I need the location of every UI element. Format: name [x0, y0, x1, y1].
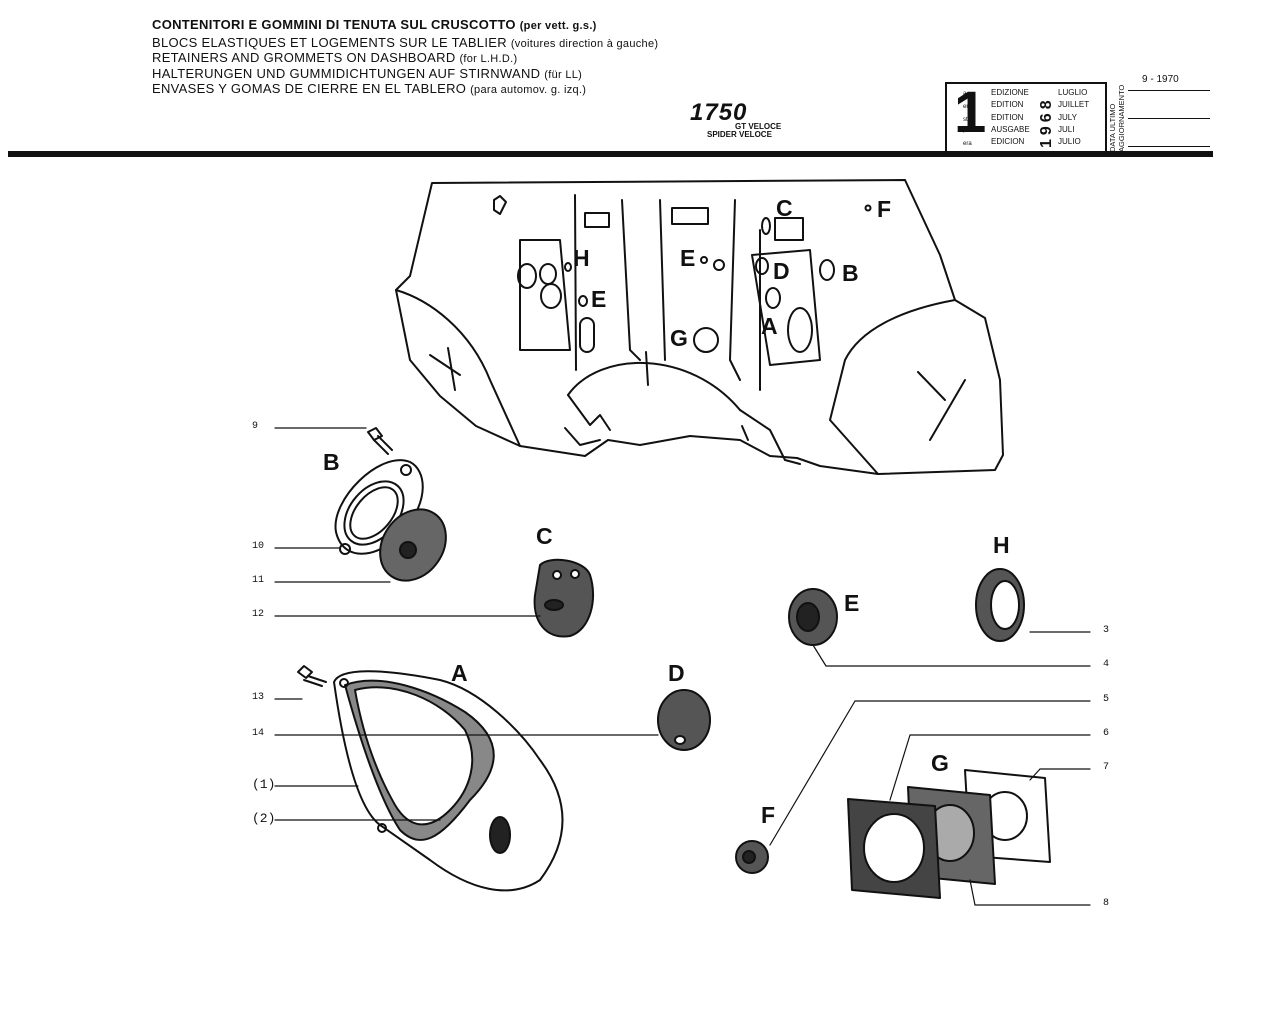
- plate-g-front: [847, 798, 941, 899]
- callout-12: 12: [252, 609, 265, 620]
- grommet-h: [975, 568, 1025, 642]
- callout-3: 3: [1103, 625, 1110, 636]
- part-letter-c: C: [536, 523, 553, 549]
- part-letter-f: F: [761, 802, 776, 828]
- callout-5: 5: [1103, 694, 1110, 705]
- edition-month: JULI: [1058, 125, 1075, 134]
- dashboard-label-a: A: [761, 313, 778, 339]
- leader-lines: [274, 427, 1091, 906]
- grommet-e: [788, 588, 838, 646]
- bolt-part: [367, 427, 393, 455]
- title-german: HALTERUNGEN UND GUMMIDICHTUNGEN AUF STIR…: [152, 66, 583, 81]
- screw-part: [297, 665, 327, 687]
- grommet-d: [657, 689, 711, 751]
- callout-note-1: (1): [252, 777, 276, 792]
- dashboard-panel: [395, 179, 1004, 475]
- edition-month: JULIO: [1058, 137, 1081, 146]
- callout-14: 14: [252, 728, 265, 739]
- title-spanish: ENVASES Y GOMAS DE CIERRE EN EL TABLERO …: [152, 81, 587, 96]
- edition-suffix: ere: [963, 104, 972, 110]
- edition-suffix: .: [963, 129, 965, 135]
- edition-word: AUSGABE: [991, 125, 1030, 134]
- callout-note-2: (2): [252, 811, 276, 826]
- edition-number: 1: [954, 80, 987, 145]
- part-letter-g: G: [931, 750, 949, 776]
- part-letter-b: B: [323, 449, 340, 475]
- update-rule: [1128, 90, 1210, 91]
- dashboard-label-d: D: [773, 258, 790, 284]
- dashboard-label-b: B: [842, 260, 859, 286]
- title-italian: CONTENITORI E GOMMINI DI TENUTA SUL CRUS…: [152, 17, 597, 32]
- title-french: BLOCS ELASTIQUES ET LOGEMENTS SUR LE TAB…: [152, 35, 659, 50]
- update-rule: [1128, 146, 1210, 147]
- retainer-a: [333, 670, 564, 892]
- part-letter-a: A: [451, 660, 468, 686]
- callout-7: 7: [1103, 762, 1110, 773]
- part-letter-h: H: [993, 532, 1010, 558]
- update-rule: [1128, 118, 1210, 119]
- dashboard-label-h: H: [573, 245, 590, 271]
- edition-word: EDITION: [991, 113, 1024, 122]
- edition-suffix: a: [963, 91, 967, 97]
- edition-month: JUILLET: [1058, 100, 1090, 109]
- edition-month: LUGLIO: [1058, 88, 1088, 97]
- last-update-date: 9 - 1970: [1142, 74, 1179, 85]
- edition-word: EDIZIONE: [991, 88, 1029, 97]
- edition-suffix: era: [963, 141, 972, 147]
- dashboard-label-g: G: [670, 325, 688, 351]
- model-number: 1750: [690, 99, 748, 126]
- callout-11: 11: [252, 575, 265, 586]
- edition-suffix: st: [963, 117, 968, 123]
- grommet-c: [533, 558, 595, 638]
- part-letter-e: E: [844, 590, 860, 616]
- callout-13: 13: [252, 692, 265, 703]
- dashboard-label-c: C: [776, 195, 793, 221]
- dashboard-label-e: E: [591, 286, 607, 312]
- callout-8: 8: [1103, 898, 1110, 909]
- callout-4: 4: [1103, 659, 1110, 670]
- callout-10: 10: [252, 541, 265, 552]
- dashboard-label-e: E: [680, 245, 696, 271]
- callout-6: 6: [1103, 728, 1110, 739]
- grommet-f: [735, 840, 769, 874]
- grommet-b: [379, 508, 447, 582]
- title-english: RETAINERS AND GROMMETS ON DASHBOARD (for…: [152, 50, 518, 65]
- variant-gt-veloce: GT VELOCE: [735, 122, 782, 131]
- edition-word: EDITION: [991, 100, 1024, 109]
- part-letter-d: D: [668, 660, 685, 686]
- variant-spider-veloce: SPIDER VELOCE: [707, 130, 772, 139]
- header-rule: [8, 151, 1213, 157]
- edition-month: JULY: [1058, 113, 1077, 122]
- edition-word: EDICION: [991, 137, 1025, 146]
- callout-9: 9: [252, 421, 259, 432]
- dashboard-label-f: F: [877, 196, 892, 222]
